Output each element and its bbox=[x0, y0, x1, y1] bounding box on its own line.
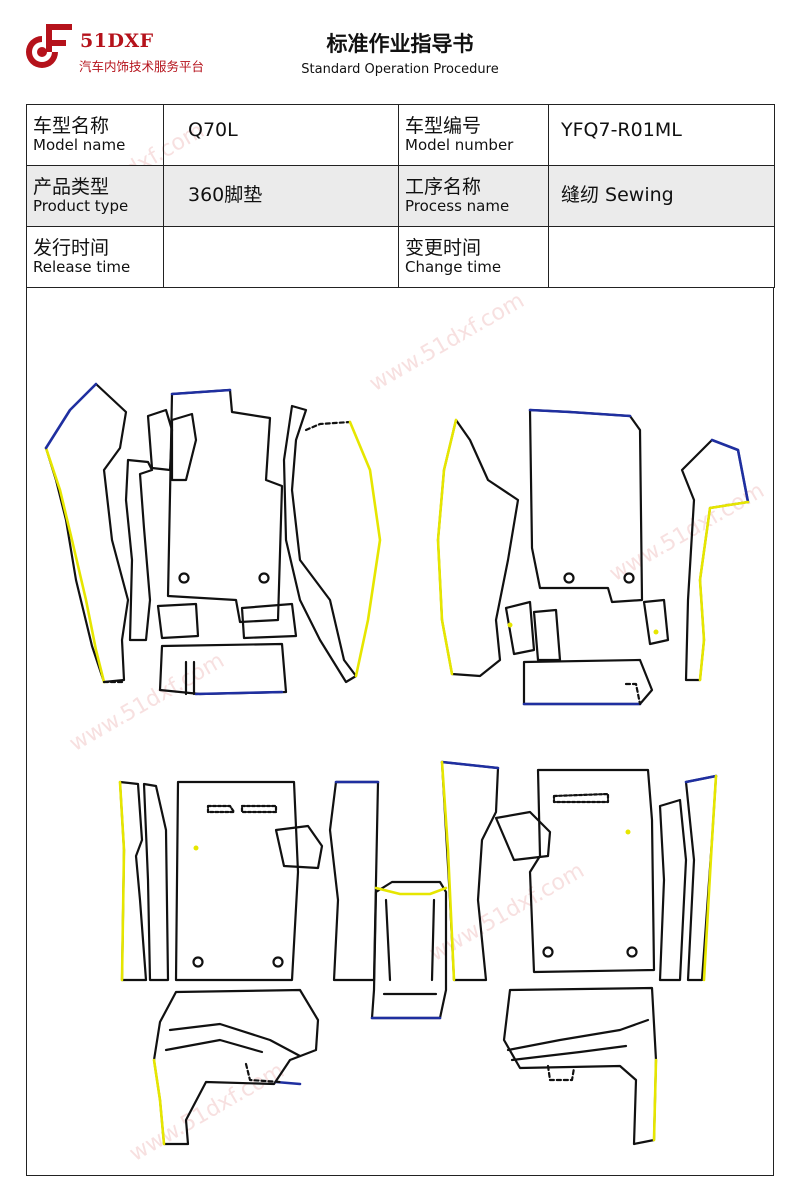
pattern-piece bbox=[44, 382, 130, 684]
pattern-piece bbox=[532, 608, 562, 662]
yellow-edge bbox=[152, 1058, 166, 1146]
blue-edge bbox=[440, 760, 500, 770]
yellow-edge bbox=[440, 760, 456, 982]
sew-mark-dot bbox=[507, 622, 513, 628]
sew-mark-dot bbox=[193, 845, 199, 851]
mounting-hole bbox=[272, 956, 284, 968]
mat-center-tunnel bbox=[370, 880, 448, 1020]
pattern-piece bbox=[166, 388, 284, 624]
mounting-hole bbox=[542, 946, 554, 958]
dashed-stitch bbox=[552, 792, 610, 804]
pattern-piece bbox=[124, 458, 154, 642]
pattern-piece bbox=[142, 782, 170, 982]
pattern-piece bbox=[170, 412, 198, 482]
yellow-edge bbox=[698, 500, 750, 682]
document-title: 标准作业指导书 bbox=[326, 32, 474, 56]
yellow-edge bbox=[652, 1058, 658, 1142]
pattern-piece bbox=[504, 600, 536, 656]
mounting-hole bbox=[626, 946, 638, 958]
dashed-stitch bbox=[244, 1062, 282, 1084]
pattern-piece bbox=[684, 774, 718, 982]
mounting-hole bbox=[563, 572, 575, 584]
pattern-piece bbox=[240, 602, 298, 640]
pattern-piece bbox=[642, 598, 670, 646]
pattern-piece bbox=[502, 986, 658, 1146]
pattern-piece bbox=[274, 824, 324, 870]
sew-mark-dot bbox=[625, 829, 631, 835]
pattern-piece bbox=[494, 810, 552, 862]
blue-edge bbox=[710, 438, 750, 504]
pattern-piece bbox=[436, 418, 520, 678]
pattern-piece bbox=[282, 404, 358, 684]
pattern-piece bbox=[440, 760, 500, 982]
pattern-piece bbox=[184, 660, 196, 696]
blue-edge bbox=[528, 408, 632, 418]
pattern-piece bbox=[152, 988, 320, 1146]
pattern-piece bbox=[528, 408, 644, 604]
yellow-edge bbox=[44, 446, 106, 684]
yellow-edge bbox=[436, 418, 458, 676]
pattern-piece bbox=[156, 602, 200, 640]
dashed-stitch bbox=[304, 420, 352, 432]
dashed-stitch bbox=[206, 804, 278, 814]
pattern-piece bbox=[164, 1022, 302, 1058]
mat-set-lower-left bbox=[118, 780, 380, 1146]
pattern-piece bbox=[506, 1018, 650, 1062]
product-type-value: 360脚垫 bbox=[163, 165, 399, 227]
brand-name: 51DXF bbox=[80, 30, 154, 52]
brand-subtitle: 汽车内饰技术服务平台 bbox=[79, 59, 205, 74]
blue-edge bbox=[194, 690, 284, 696]
mounting-hole bbox=[178, 572, 190, 584]
release-time-value bbox=[163, 226, 399, 288]
mat-set-upper-left bbox=[44, 382, 382, 696]
pattern-piece bbox=[528, 768, 656, 974]
pattern-piece bbox=[382, 898, 438, 996]
document-subtitle: Standard Operation Procedure bbox=[301, 62, 499, 77]
pattern-piece bbox=[370, 880, 448, 1020]
brand-logo: 51DXF 汽车内饰技术服务平台 bbox=[22, 18, 242, 80]
logo-mark-icon bbox=[26, 24, 72, 68]
mat-set-lower-right bbox=[440, 760, 718, 1146]
yellow-edge bbox=[702, 774, 718, 982]
dashed-stitch bbox=[546, 1064, 576, 1082]
blue-edge bbox=[44, 382, 98, 450]
pattern-piece bbox=[522, 658, 654, 706]
sew-mark-dot bbox=[653, 629, 659, 635]
pattern-piece bbox=[174, 780, 300, 982]
mounting-hole bbox=[192, 956, 204, 968]
mounting-hole bbox=[623, 572, 635, 584]
pattern-piece bbox=[680, 438, 750, 682]
yellow-edge bbox=[348, 420, 382, 678]
mounting-hole bbox=[258, 572, 270, 584]
pattern-piece bbox=[158, 642, 288, 696]
yellow-edge bbox=[118, 780, 126, 982]
process-name-value: 缝纫 Sewing bbox=[548, 165, 775, 227]
yellow-edge bbox=[374, 886, 448, 896]
pattern-piece bbox=[658, 798, 688, 982]
dashed-stitch bbox=[624, 682, 642, 706]
blue-edge bbox=[684, 774, 718, 784]
mat-set-upper-right bbox=[436, 408, 750, 706]
pattern-drawing-frame bbox=[26, 287, 774, 1176]
pattern-piece bbox=[146, 408, 174, 472]
pattern-piece bbox=[328, 780, 380, 982]
blue-edge bbox=[170, 388, 232, 396]
model-name-value: Q70L bbox=[163, 104, 399, 166]
change-time-value bbox=[548, 226, 775, 288]
